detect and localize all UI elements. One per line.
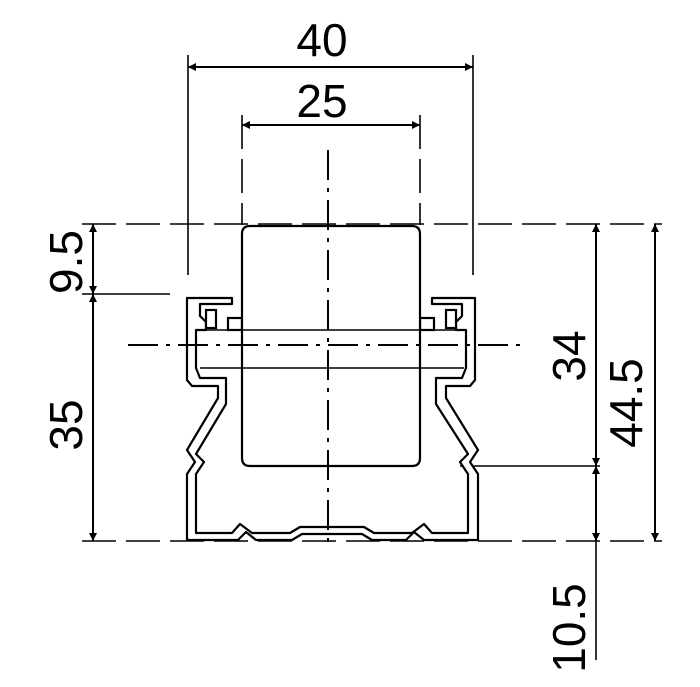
dim-label-44-5: 44.5 — [600, 358, 652, 448]
dimension-lines — [89, 63, 659, 660]
dim-label-35: 35 — [40, 399, 92, 450]
dim-label-34: 34 — [543, 330, 595, 381]
dim-label-10-5: 10.5 — [543, 583, 595, 673]
dim-label-25: 25 — [296, 75, 347, 127]
dim-label-9-5: 9.5 — [40, 230, 92, 294]
dim-label-40: 40 — [296, 14, 347, 66]
